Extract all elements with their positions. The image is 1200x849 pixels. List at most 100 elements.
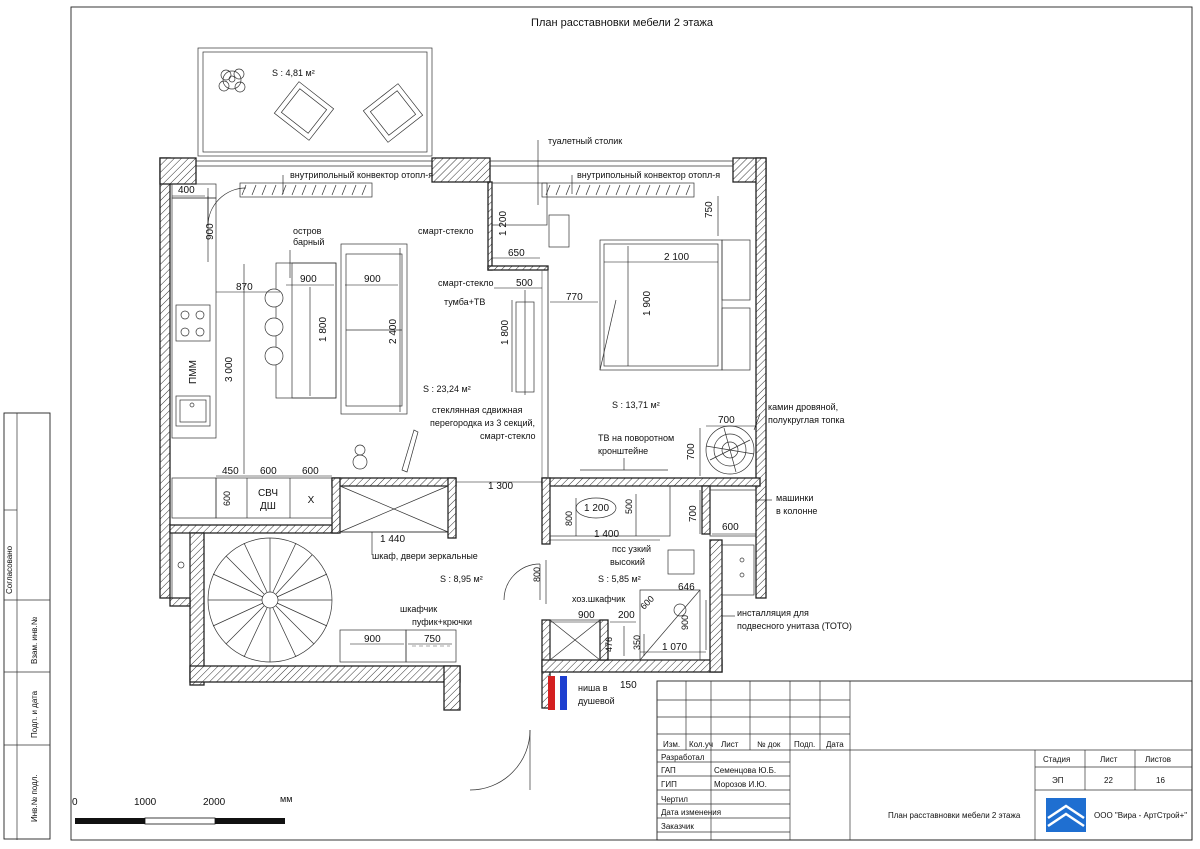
svg-text:600: 600 xyxy=(722,522,739,533)
svg-text:900: 900 xyxy=(205,223,216,240)
utility-cabinet xyxy=(549,619,601,661)
svg-text:Изм.: Изм. xyxy=(663,740,680,749)
sheet-title: План расставновки мебели 2 этажа xyxy=(531,17,714,29)
svg-text:2 100: 2 100 xyxy=(664,252,689,263)
svg-text:Дата изменения: Дата изменения xyxy=(661,808,721,817)
svg-text:№ док: № док xyxy=(757,740,781,749)
svg-text:800: 800 xyxy=(564,511,574,526)
svg-text:2000: 2000 xyxy=(203,797,226,808)
svg-text:Согласовано: Согласовано xyxy=(5,545,14,594)
pouf xyxy=(405,629,457,663)
svg-text:900: 900 xyxy=(300,274,317,285)
title-block: Изм. Кол.уч Лист № док Подп. Дата Разраб… xyxy=(656,680,1193,841)
dressing-table-label: туалетный столик xyxy=(548,136,622,146)
walls xyxy=(159,157,767,711)
svg-text:900: 900 xyxy=(578,610,595,621)
plant-icon xyxy=(218,68,246,93)
svg-text:Морозов И.Ю.: Морозов И.Ю. xyxy=(714,780,767,789)
svg-text:770: 770 xyxy=(566,292,583,303)
svg-text:перегородка из 3 секций,: перегородка из 3 секций, xyxy=(430,418,535,428)
shower xyxy=(639,589,701,661)
svg-text:870: 870 xyxy=(236,282,253,293)
svg-text:750: 750 xyxy=(424,634,441,645)
drawing-frame xyxy=(70,6,1193,841)
svg-text:600: 600 xyxy=(260,466,277,477)
convector-left-label: внутрипольный конвектор отопл-я xyxy=(290,170,433,180)
svg-text:200: 200 xyxy=(618,610,635,621)
svg-text:1 200: 1 200 xyxy=(584,503,609,514)
bathroom: S : 5,85 м² xyxy=(548,485,757,710)
svg-text:500: 500 xyxy=(516,278,533,289)
svg-text:600: 600 xyxy=(222,491,232,506)
svg-text:Семенцова Ю.Б.: Семенцова Ю.Б. xyxy=(714,766,776,775)
bedroom: внутрипольный конвектор отопл-я туалетны… xyxy=(491,136,755,478)
dimension-lines xyxy=(172,195,756,656)
svg-text:ГАП: ГАП xyxy=(661,766,676,775)
svg-text:машинки: машинки xyxy=(776,493,813,503)
svg-text:Подп. и дата: Подп. и дата xyxy=(30,690,39,738)
svg-text:смарт-стекло: смарт-стекло xyxy=(438,278,494,288)
svg-text:ООО "Вира - АртСтрой+": ООО "Вира - АртСтрой+" xyxy=(1094,811,1187,820)
svg-text:смарт-стекло: смарт-стекло xyxy=(480,431,536,441)
svg-text:мм: мм xyxy=(280,794,292,804)
svg-text:1 440: 1 440 xyxy=(380,534,405,545)
svg-text:Разработал: Разработал xyxy=(661,753,705,762)
svg-text:700: 700 xyxy=(688,505,699,522)
oven-label: ДШ xyxy=(260,501,276,512)
sink-icon xyxy=(175,395,211,427)
svg-text:шкаф, двери зеркальные: шкаф, двери зеркальные xyxy=(372,551,478,561)
svg-text:Взам. инв.№: Взам. инв.№ xyxy=(30,616,39,664)
svg-text:шкафчик: шкафчик xyxy=(400,604,437,614)
svg-text:1 070: 1 070 xyxy=(662,642,687,653)
svg-text:1 300: 1 300 xyxy=(488,481,513,492)
island-label-2: барный xyxy=(293,237,324,247)
svg-text:ниша в: ниша в xyxy=(578,683,608,693)
svg-text:900: 900 xyxy=(680,615,690,630)
armchair-right xyxy=(362,83,424,143)
living-area: S : 23,24 м² xyxy=(423,384,471,394)
fridge-label: Х xyxy=(308,495,315,506)
svg-text:16: 16 xyxy=(1156,776,1165,785)
hot-pipe xyxy=(548,676,555,710)
svg-text:Инв.№ подл.: Инв.№ подл. xyxy=(30,774,39,822)
svg-text:600: 600 xyxy=(638,594,656,612)
svg-text:0: 0 xyxy=(72,797,78,808)
island-label-1: остров xyxy=(293,226,322,236)
sofa xyxy=(340,243,408,415)
svg-text:350: 350 xyxy=(632,635,642,650)
svg-text:1 200: 1 200 xyxy=(498,211,509,236)
svg-text:900: 900 xyxy=(364,274,381,285)
svg-text:400: 400 xyxy=(178,185,195,196)
svg-text:псс узкий: псс узкий xyxy=(612,544,651,554)
svg-text:150: 150 xyxy=(620,680,637,691)
svg-text:Дата: Дата xyxy=(826,740,844,749)
toilet-icon xyxy=(667,549,695,575)
svg-text:подвесного унитаза (ТОТО): подвесного унитаза (ТОТО) xyxy=(737,621,852,631)
svg-text:1 800: 1 800 xyxy=(318,317,329,342)
scale-bar: 0 1000 2000 мм xyxy=(72,794,292,825)
hall: S : 8,95 м² xyxy=(171,485,541,791)
svg-text:Заказчик: Заказчик xyxy=(661,822,694,831)
svg-text:Подп.: Подп. xyxy=(794,740,815,749)
washer-column xyxy=(709,489,757,537)
svg-text:смарт-стекло: смарт-стекло xyxy=(418,226,474,236)
bath-area: S : 5,85 м² xyxy=(598,574,641,584)
hall-area: S : 8,95 м² xyxy=(440,574,483,584)
svg-text:инсталляция для: инсталляция для xyxy=(737,608,809,618)
svg-text:Листов: Листов xyxy=(1145,755,1171,764)
balcony: S : 4,81 м² xyxy=(197,47,433,157)
svg-text:камин дровяной,: камин дровяной, xyxy=(768,402,838,412)
vanity xyxy=(549,485,671,537)
svg-text:1 900: 1 900 xyxy=(642,291,653,316)
spiral-stair-icon xyxy=(207,537,333,663)
svg-text:стеклянная сдвижная: стеклянная сдвижная xyxy=(432,405,523,415)
dishwasher-label: ПММ xyxy=(188,360,199,384)
cooktop-icon xyxy=(175,304,211,342)
bedroom-area: S : 13,71 м² xyxy=(612,400,660,410)
svg-text:3 000: 3 000 xyxy=(224,357,235,382)
convector-left xyxy=(239,182,373,198)
svg-text:700: 700 xyxy=(686,443,697,460)
convector-right-label: внутрипольный конвектор отопл-я xyxy=(577,170,720,180)
svg-text:Кол.уч: Кол.уч xyxy=(689,740,713,749)
